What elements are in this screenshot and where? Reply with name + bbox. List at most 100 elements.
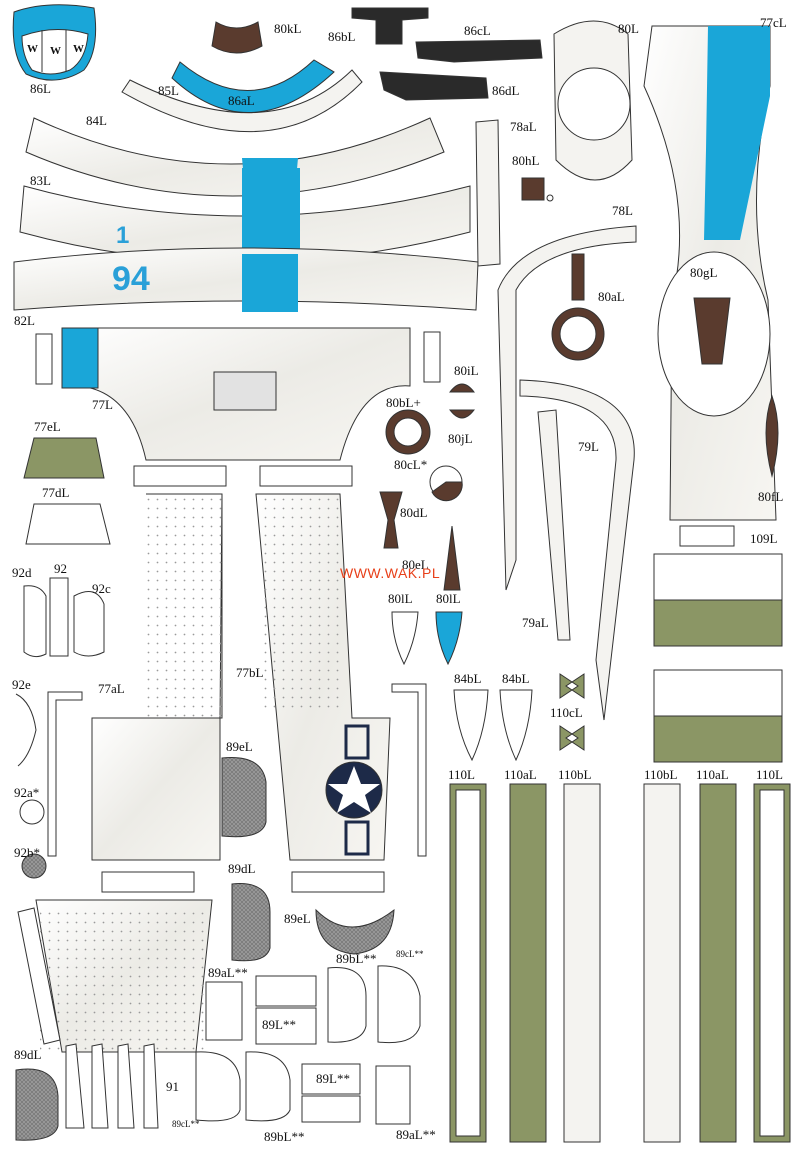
part-86bL	[351, 7, 429, 45]
label-80lL-b: 80lL	[436, 591, 461, 606]
label-89aL-ss-a: 89aL**	[208, 965, 248, 980]
bracket-right	[391, 683, 427, 857]
label-89L-ss-b: 89L**	[316, 1071, 350, 1086]
part-82L-strip-right	[423, 331, 441, 383]
label-80fL: 80fL	[758, 489, 784, 504]
part-78aL	[475, 119, 501, 267]
tabs-row-2	[259, 465, 353, 487]
label-80bL-plus: 80bL+	[386, 395, 421, 410]
label-86dL: 86dL	[492, 83, 520, 98]
label-78aL: 78aL	[510, 119, 537, 134]
seat-letter-3: W	[73, 43, 84, 55]
label-109L: 109L	[750, 531, 778, 546]
label-89bL-ss-b: 89bL**	[264, 1129, 305, 1144]
label-92d: 92d	[12, 565, 32, 580]
watermark: WWW.WAK.PL	[340, 565, 441, 581]
part-110cL	[559, 673, 585, 751]
label-110aL-b: 110aL	[696, 767, 729, 782]
part-80fL	[765, 394, 779, 478]
label-89dL-b: 89dL	[14, 1047, 42, 1062]
part-86cL	[415, 39, 543, 63]
label-92c: 92c	[92, 581, 111, 596]
tabs-row-4	[291, 871, 385, 893]
part-80lL-b	[435, 611, 463, 666]
label-92a-star: 92a*	[14, 785, 40, 800]
tabs-row-1	[133, 465, 227, 487]
label-80gL: 80gL	[690, 265, 718, 280]
seat-letter-2: W	[50, 45, 61, 57]
part-80hL	[521, 177, 545, 201]
label-110L-a: 110L	[448, 767, 475, 782]
part-80aL	[551, 253, 605, 361]
part-79aL	[537, 409, 571, 641]
part-89eL-b	[315, 908, 395, 955]
label-86aL: 86aL	[228, 93, 255, 108]
label-77aL: 77aL	[98, 681, 125, 696]
part-79L	[519, 379, 635, 721]
label-89dL-a: 89dL	[228, 861, 256, 876]
part-80hL-dot	[546, 194, 554, 202]
seat-letter-1: W	[27, 43, 38, 55]
label-86L: 86L	[30, 81, 51, 96]
part-84bL-a	[453, 689, 489, 762]
label-110bL-a: 110bL	[558, 767, 592, 782]
part-80cL-star	[429, 465, 463, 502]
label-79aL: 79aL	[522, 615, 549, 630]
part-80lL-a	[391, 611, 419, 666]
part-110-strips	[449, 783, 791, 1143]
label-89aL-ss-b: 89aL**	[396, 1127, 436, 1142]
part-92-group	[15, 577, 105, 879]
part-80dL	[379, 491, 403, 549]
part-109L	[653, 553, 783, 763]
label-110L-b: 110L	[756, 767, 783, 782]
label-77dL: 77dL	[42, 485, 70, 500]
label-89cL-ss-a: 89cL**	[396, 949, 424, 959]
label-80iL: 80iL	[454, 363, 479, 378]
tail-number: 94	[112, 260, 150, 298]
label-89cL-ss-b: 89cL**	[172, 1119, 200, 1129]
label-77L: 77L	[92, 397, 113, 412]
label-84L: 84L	[86, 113, 107, 128]
label-80cL-star: 80cL*	[394, 457, 428, 472]
label-89eL-b: 89eL	[284, 911, 311, 926]
label-89bL-ss-a: 89bL**	[336, 951, 377, 966]
label-89eL-a: 89eL	[226, 739, 253, 754]
part-82L-strip-left	[35, 333, 53, 385]
label-80jL: 80jL	[448, 431, 473, 446]
label-91: 91	[166, 1079, 179, 1094]
label-89L-ss-a: 89L**	[262, 1017, 296, 1032]
tabs-row-3	[101, 871, 195, 893]
label-77eL: 77eL	[34, 419, 61, 434]
part-85L	[121, 69, 363, 133]
label-110bL-b: 110bL	[644, 767, 678, 782]
label-83L: 83L	[30, 173, 51, 188]
tail-digit: 1	[116, 222, 130, 249]
part-80kL	[211, 21, 263, 54]
label-92e: 92e	[12, 677, 31, 692]
part-82L	[13, 247, 479, 312]
label-92b-star: 92b*	[14, 845, 40, 860]
label-80eL: 80eL	[402, 557, 429, 572]
label-78L: 78L	[612, 203, 633, 218]
label-82L: 82L	[14, 313, 35, 328]
label-80L: 80L	[618, 21, 639, 36]
label-84bL-b: 84bL	[502, 671, 530, 686]
label-80aL: 80aL	[598, 289, 625, 304]
label-110aL-a: 110aL	[504, 767, 537, 782]
part-89eL-a	[221, 757, 267, 838]
part-89dL-a	[231, 883, 271, 962]
part-77L	[61, 327, 411, 461]
part-89-small-group	[195, 965, 421, 1125]
part-80eL	[443, 525, 461, 591]
label-110cL: 110cL	[550, 705, 583, 720]
part-89dL-b	[15, 1068, 59, 1141]
part-77bL	[255, 493, 391, 861]
part-77eL	[23, 437, 105, 479]
tabs-row-109L	[679, 525, 735, 547]
label-80dL: 80dL	[400, 505, 428, 520]
part-83L	[19, 168, 471, 263]
label-80hL: 80hL	[512, 153, 540, 168]
part-86aL	[171, 59, 335, 114]
bracket-left	[47, 691, 83, 857]
